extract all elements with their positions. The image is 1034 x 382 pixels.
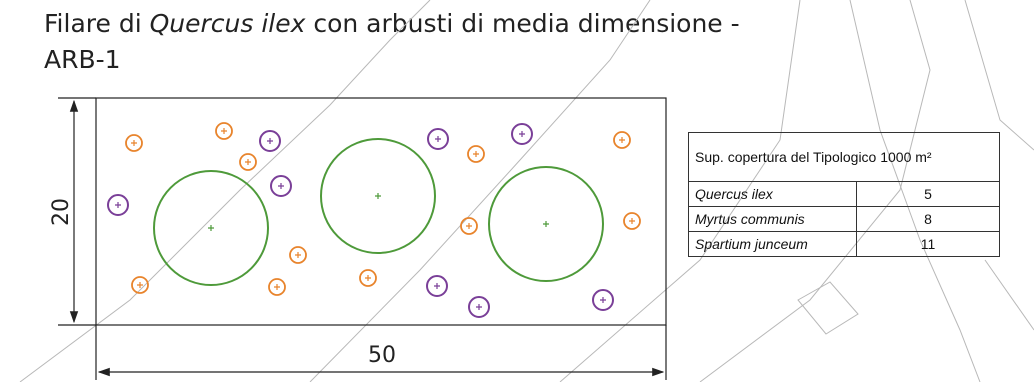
spartium-shrub-symbol xyxy=(613,131,631,149)
myrtus-communis-shrubs xyxy=(107,123,614,318)
myrtus-shrub-symbol xyxy=(107,194,129,216)
building-outline xyxy=(797,281,859,335)
spartium-shrub-symbol xyxy=(131,276,149,294)
title-prefix: Filare di xyxy=(44,9,150,38)
contour-line xyxy=(309,0,651,382)
title-suffix: con arbusti di media dimensione - xyxy=(305,9,740,38)
spartium-shrub-symbol xyxy=(467,145,485,163)
contour-line xyxy=(984,259,1034,331)
quercus-ilex-trees xyxy=(153,138,604,286)
myrtus-shrub-symbol xyxy=(270,175,292,197)
spartium-shrub-symbol xyxy=(623,212,641,230)
spartium-shrub-symbol xyxy=(239,153,257,171)
spartium-junceum-shrubs xyxy=(125,122,641,296)
legend-species: Quercus ilex xyxy=(688,181,857,207)
height-label: 20 xyxy=(49,198,74,226)
quercus-tree-symbol xyxy=(153,170,269,286)
legend-row: Spartium junceum 11 xyxy=(688,231,1000,257)
spartium-shrub-symbol xyxy=(359,269,377,287)
legend-count: 5 xyxy=(856,181,1000,207)
legend-row: Myrtus communis 8 xyxy=(688,206,1000,232)
contour-line xyxy=(19,0,431,382)
legend-count: 11 xyxy=(856,231,1000,257)
plot-boundary xyxy=(95,97,667,326)
width-dimension xyxy=(95,325,667,380)
legend-count: 8 xyxy=(856,206,1000,232)
legend-species: Spartium junceum xyxy=(688,231,857,257)
title-line2: ARB-1 xyxy=(44,45,121,74)
contour-line xyxy=(964,0,1034,151)
spartium-shrub-symbol xyxy=(460,217,478,235)
myrtus-shrub-symbol xyxy=(592,289,614,311)
myrtus-shrub-symbol xyxy=(427,128,449,150)
legend-row: Quercus ilex 5 xyxy=(688,181,1000,207)
diagram-title: Filare di Quercus ilex con arbusti di me… xyxy=(44,6,740,78)
spartium-shrub-symbol xyxy=(289,246,307,264)
legend-header: Sup. copertura del Tipologico 1000 m² xyxy=(688,132,1000,182)
myrtus-shrub-symbol xyxy=(259,130,281,152)
quercus-tree-symbol xyxy=(488,166,604,282)
spartium-shrub-symbol xyxy=(125,134,143,152)
width-label: 50 xyxy=(368,343,396,368)
myrtus-shrub-symbol xyxy=(468,296,490,318)
title-species: Quercus ilex xyxy=(149,9,306,38)
spartium-shrub-symbol xyxy=(268,278,286,296)
height-dimension xyxy=(58,97,96,326)
legend-table: Sup. copertura del Tipologico 1000 m² Qu… xyxy=(688,132,1000,257)
legend-header-row: Sup. copertura del Tipologico 1000 m² xyxy=(688,132,1000,182)
spartium-shrub-symbol xyxy=(215,122,233,140)
myrtus-shrub-symbol xyxy=(511,123,533,145)
myrtus-shrub-symbol xyxy=(426,275,448,297)
legend-species: Myrtus communis xyxy=(688,206,857,232)
quercus-tree-symbol xyxy=(320,138,436,254)
